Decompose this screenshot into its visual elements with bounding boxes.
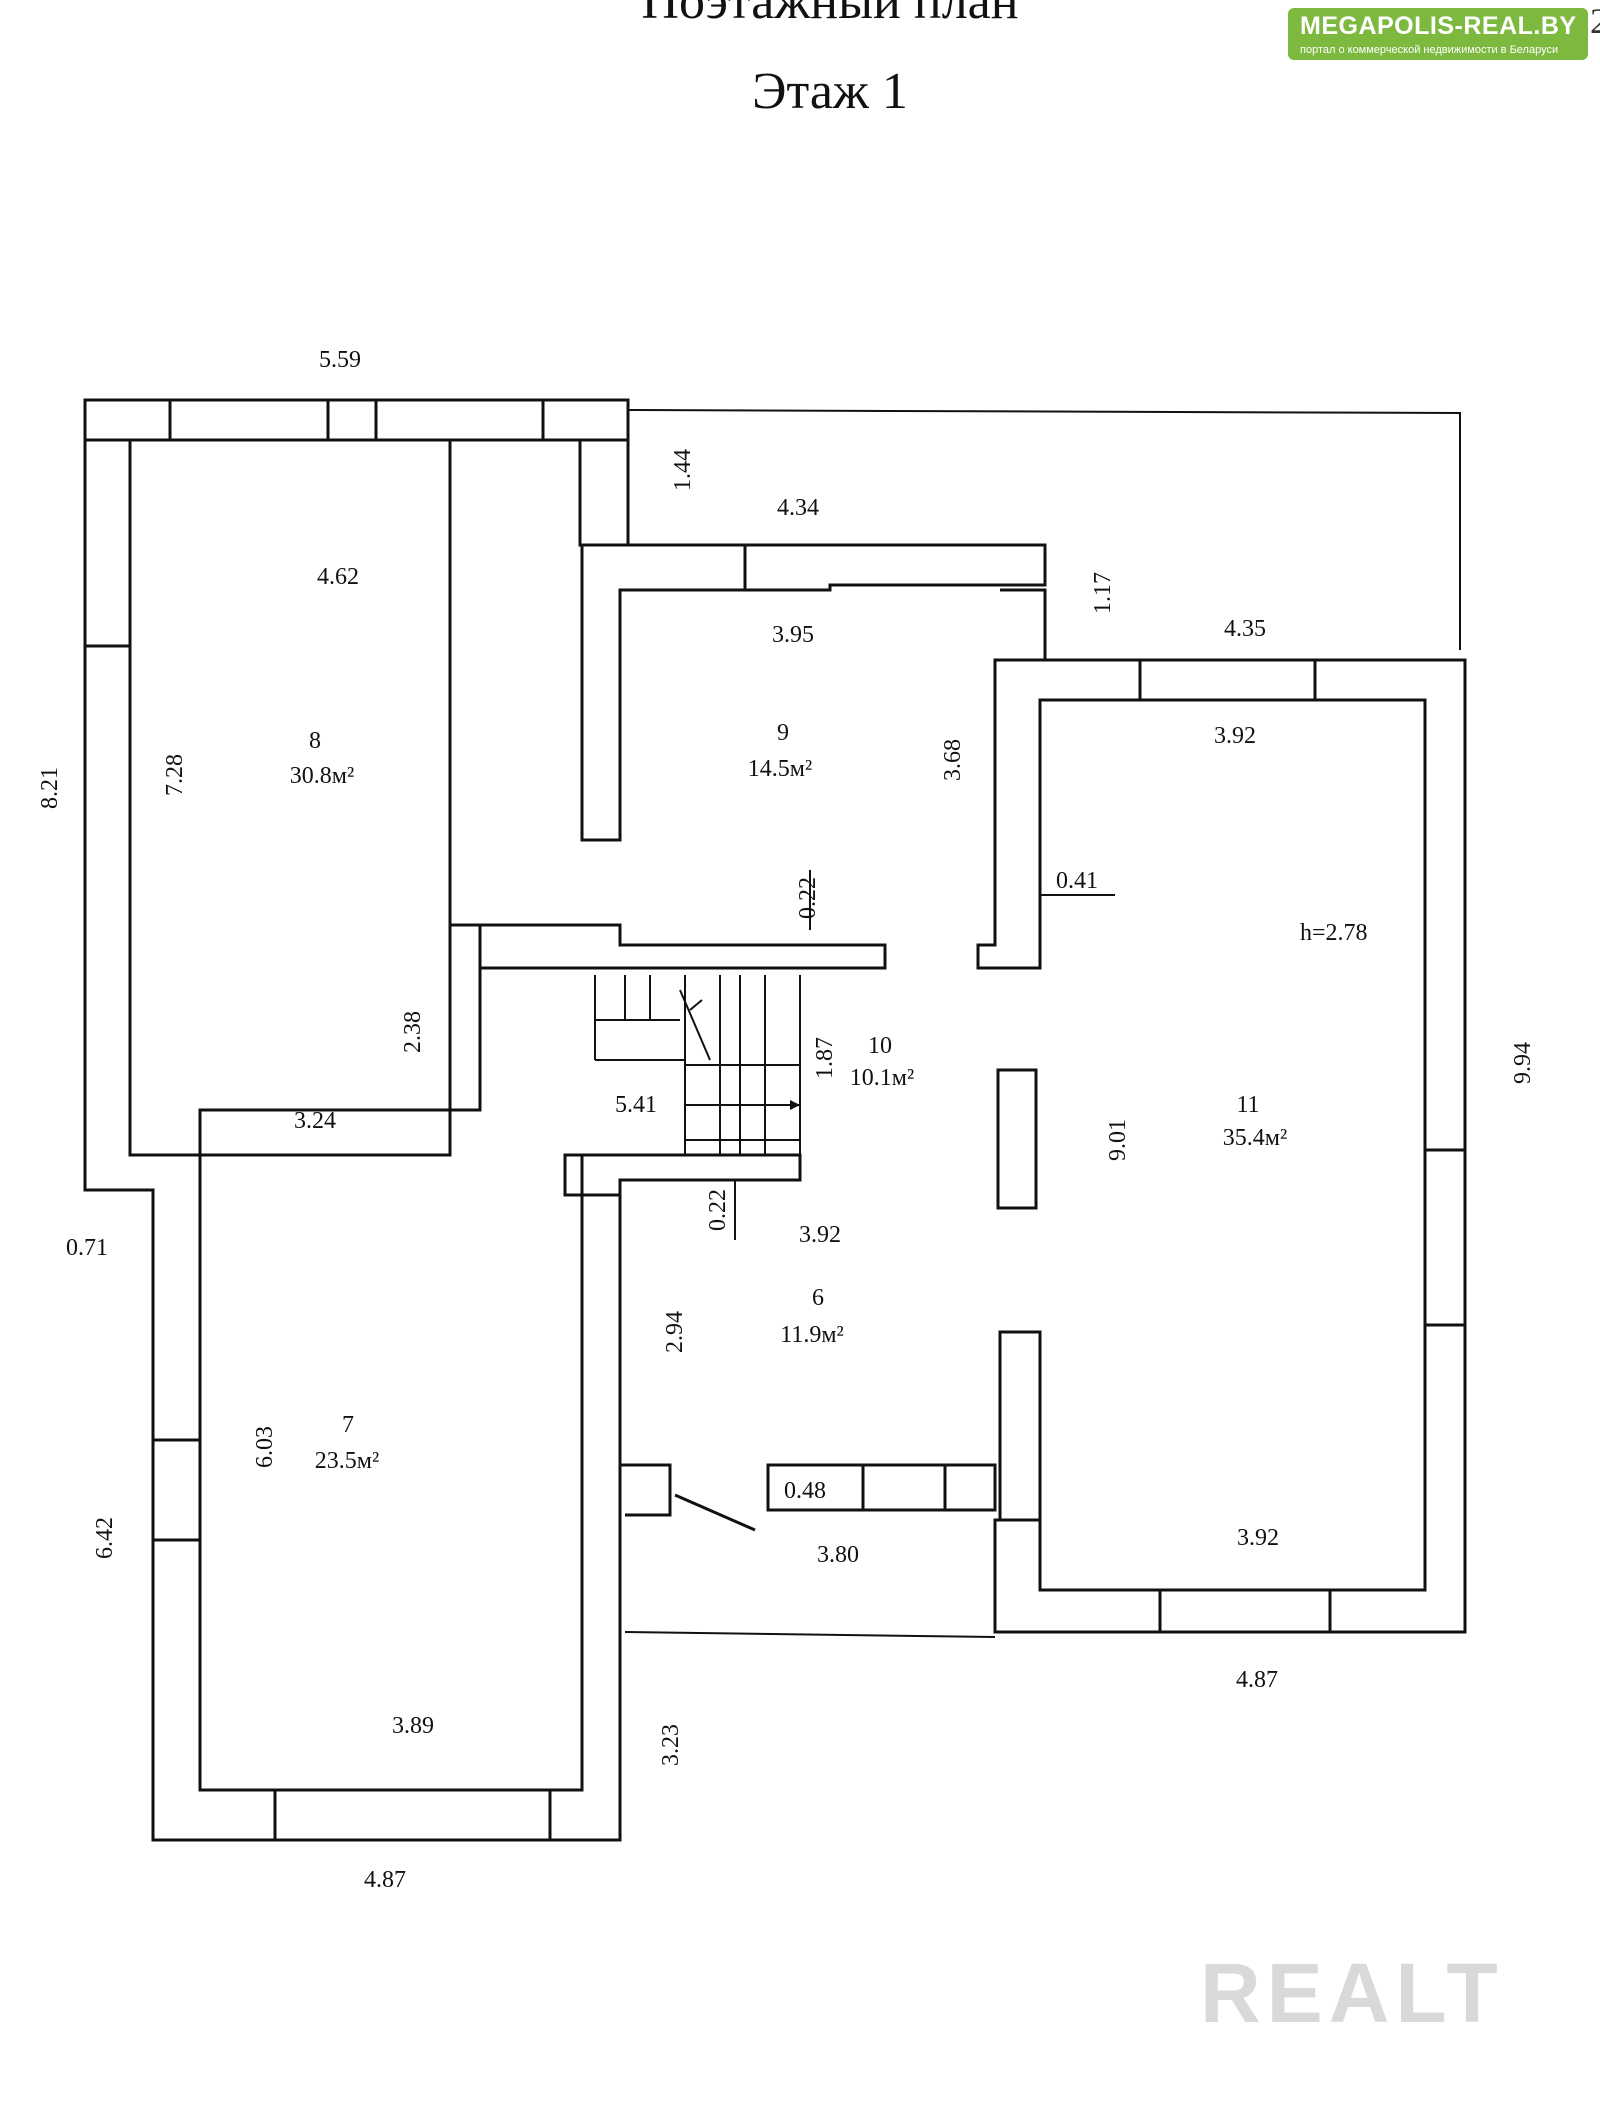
stair-wall-top	[450, 923, 887, 1110]
room-7-number: 7	[342, 1412, 354, 1438]
dim-label: 6.42	[92, 1517, 118, 1559]
dim-label: 7.28	[162, 754, 188, 796]
dim-label: 2.94	[662, 1311, 688, 1353]
logo-name: MEGAPOLIS-REAL.BY	[1300, 12, 1577, 40]
dim-label: 6.03	[252, 1426, 278, 1468]
window-segment	[151, 1438, 202, 1542]
room-11-walls	[976, 658, 1467, 1634]
dim-label: 4.35	[1224, 616, 1266, 642]
room-8-area: 30.8м²	[290, 763, 354, 789]
site-outline	[627, 409, 1461, 650]
floor-title: Этаж 1	[752, 63, 908, 120]
window-segment	[1158, 1588, 1332, 1634]
wall-west-wing	[83, 398, 630, 1842]
window-segment	[273, 1788, 552, 1842]
dim-label: 4.34	[777, 495, 819, 521]
stair-arrow	[790, 1100, 800, 1110]
room-6-number: 6	[812, 1285, 824, 1311]
corner-fragment: 2	[1590, 1, 1600, 41]
dim-label: 9.94	[1510, 1042, 1536, 1084]
wall-segment	[541, 398, 630, 442]
dim-label: 9.01	[1105, 1119, 1131, 1161]
dim-label: 2.38	[400, 1011, 426, 1053]
dim-label: 5.41	[615, 1092, 657, 1118]
wall-segment	[998, 1330, 1042, 1522]
room-8-number: 8	[309, 728, 321, 754]
door-swing	[674, 1493, 756, 1532]
terrace-line	[624, 1631, 996, 1638]
window-segment	[1423, 1148, 1467, 1327]
room-7-area: 23.5м²	[315, 1448, 379, 1474]
small-wall	[943, 1463, 997, 1512]
plan-title: Поэтажный план	[641, 0, 1019, 30]
dim-label: 3.92	[1237, 1525, 1279, 1551]
dim-label: 3.92	[799, 1222, 841, 1248]
logo-subtitle: портал о коммерческой недвижимости в Бел…	[1300, 44, 1559, 56]
door-jamb	[620, 1463, 672, 1517]
room-6-area: 11.9м²	[780, 1322, 844, 1348]
room-10-number: 10	[868, 1033, 892, 1059]
dim-label: 4.62	[317, 564, 359, 590]
dim-label: 0.41	[1056, 868, 1098, 894]
window-segment	[326, 398, 378, 442]
dim-label: 1.87	[812, 1037, 838, 1079]
dim-label: 0.71	[66, 1235, 108, 1261]
dim-label: 4.87	[364, 1867, 406, 1893]
dim-label: 3.92	[1214, 723, 1256, 749]
room-9-wall-right	[1000, 588, 1047, 660]
room-9-wall-top	[580, 543, 1047, 842]
staircase	[594, 975, 801, 1155]
dim-label: 4.87	[1236, 1667, 1278, 1693]
wall-segment	[83, 398, 172, 442]
dim-label: 8.21	[37, 767, 63, 809]
dim-label: 1.17	[1090, 572, 1116, 614]
room-10-area: 10.1м²	[850, 1065, 914, 1091]
megapolis-logo[interactable]: MEGAPOLIS-REAL.BY портал о коммерческой …	[1288, 8, 1588, 60]
hall-column	[996, 1068, 1038, 1210]
window-segment	[861, 1463, 947, 1512]
room-8-outline	[128, 438, 452, 1157]
dim-label: 3.80	[817, 1542, 859, 1568]
dim-label: 0.22	[795, 877, 821, 919]
dim-label: 3.89	[392, 1713, 434, 1739]
ceiling-height: h=2.78	[1300, 920, 1368, 946]
dim-label: 3.24	[294, 1108, 336, 1134]
room-11-area: 35.4м²	[1223, 1125, 1287, 1151]
room-11-number: 11	[1236, 1092, 1259, 1118]
dim-label: 0.22	[705, 1189, 731, 1231]
dim-label: 3.95	[772, 622, 814, 648]
window-segment	[1138, 658, 1317, 702]
dim-label: 1.44	[670, 449, 696, 491]
room-9-number: 9	[777, 720, 789, 746]
dim-label: 5.59	[319, 347, 361, 373]
dim-label: 3.23	[658, 1724, 684, 1766]
room-9-area: 14.5м²	[748, 756, 812, 782]
stair-wall-bottom	[570, 1153, 802, 1188]
dim-label: 3.68	[940, 739, 966, 781]
dim-label: 0.48	[784, 1478, 826, 1504]
realt-watermark: REALT	[1200, 1946, 1504, 2040]
